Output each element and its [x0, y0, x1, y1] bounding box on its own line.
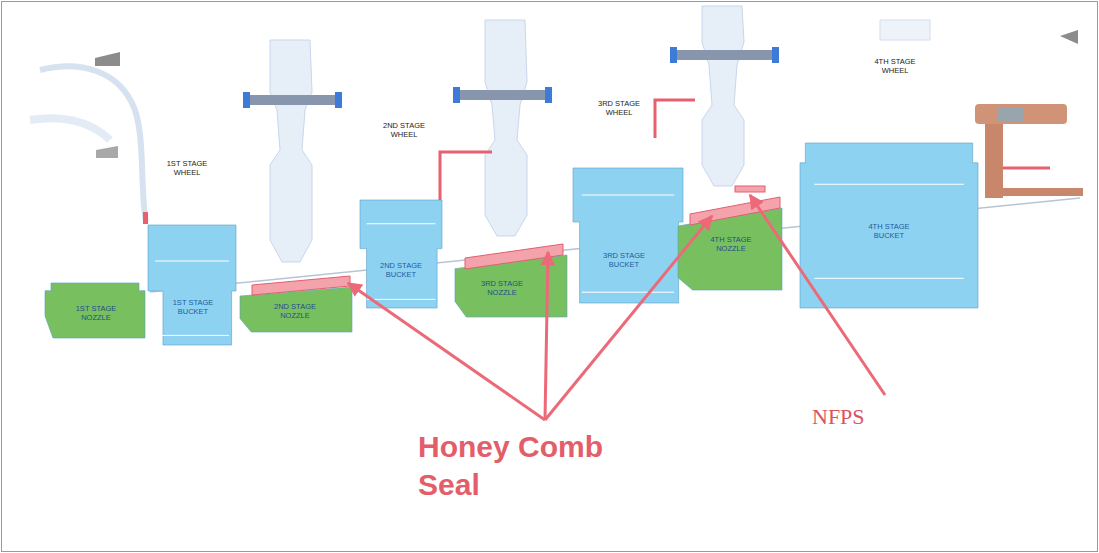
wheel-label: 3RD STAGE WHEEL [598, 100, 640, 117]
blade-line [814, 278, 964, 279]
bolt [455, 90, 550, 100]
nozzle-shape [45, 283, 145, 338]
bucket-shape [573, 168, 683, 303]
seal-tip [143, 212, 148, 224]
nozzle-shape: 2ND STAGE NOZZLE [240, 287, 352, 332]
part-name: 1ST STAGE BUCKET [168, 299, 218, 316]
blade-line [155, 335, 229, 336]
aft-frame [998, 107, 1024, 121]
blade-line [155, 261, 229, 262]
seal-support [440, 152, 492, 212]
bucket-shape [800, 143, 978, 308]
seal-support [655, 100, 695, 138]
nozzle-shape [455, 255, 567, 317]
wheel-spacer [485, 20, 527, 236]
nozzle-shape [240, 287, 352, 332]
part-name: 3RD STAGE NOZZLE [477, 280, 527, 297]
nozzle-shape: 1ST STAGE NOZZLE [45, 283, 145, 338]
bucket-shape [573, 168, 683, 303]
nozzle-shape: 3RD STAGE NOZZLE [455, 255, 567, 317]
part-name: 3RD STAGE BUCKET [599, 252, 649, 269]
aft-seal [1003, 167, 1050, 170]
bucket-shape: 2ND STAGE BUCKET [360, 200, 442, 308]
wheel-spacer [880, 20, 930, 40]
aft-frame [975, 104, 1067, 124]
part-name: 2ND STAGE NOZZLE [270, 303, 320, 320]
blade-line [367, 223, 436, 224]
bucket-shape [360, 200, 442, 308]
shim-part [96, 146, 118, 158]
blade-line [582, 292, 674, 293]
casing-outline [30, 118, 110, 140]
wheel-label: 1ST STAGE WHEEL [166, 160, 208, 177]
blade-line [367, 299, 436, 300]
casing-outline [40, 66, 146, 222]
bolt-end [453, 87, 460, 103]
part-name: 4TH STAGE BUCKET [864, 223, 914, 240]
shim-part [95, 52, 120, 66]
bucket-shape [148, 225, 236, 345]
aft-part [1060, 30, 1078, 44]
bucket-shape: 3RD STAGE BUCKET [573, 168, 683, 303]
callout-label: NFPS [812, 404, 902, 430]
blade-line [814, 184, 964, 185]
blade-line [582, 195, 674, 196]
part-name: 4TH STAGE NOZZLE [706, 236, 756, 253]
bucket-shape [360, 200, 442, 308]
wheel-spacer [270, 40, 312, 262]
bolt [672, 50, 777, 60]
bolt-end [772, 47, 779, 63]
bolt-end [335, 92, 342, 108]
nozzle-shape [678, 208, 782, 290]
bolt [245, 95, 340, 105]
nfps-seal [735, 186, 765, 192]
part-name: 2ND STAGE BUCKET [376, 262, 426, 279]
wheel-spacer [702, 6, 744, 186]
wheel-label: 2ND STAGE WHEEL [383, 122, 425, 139]
part-name: 1ST STAGE NOZZLE [71, 305, 121, 322]
bolt-end [243, 92, 250, 108]
callout-label: Honey Comb Seal [418, 428, 623, 503]
bolt-end [545, 87, 552, 103]
bucket-shape: 4TH STAGE BUCKET [800, 143, 978, 308]
nozzle-shape: 4TH STAGE NOZZLE [678, 208, 782, 290]
aft-frame [1003, 188, 1083, 196]
bolt-end [670, 47, 677, 63]
aft-frame [985, 124, 1003, 198]
wheel-label: 4TH STAGE WHEEL [872, 58, 918, 75]
bucket-shape: 1ST STAGE BUCKET [148, 225, 236, 345]
bucket-shape [148, 225, 236, 345]
